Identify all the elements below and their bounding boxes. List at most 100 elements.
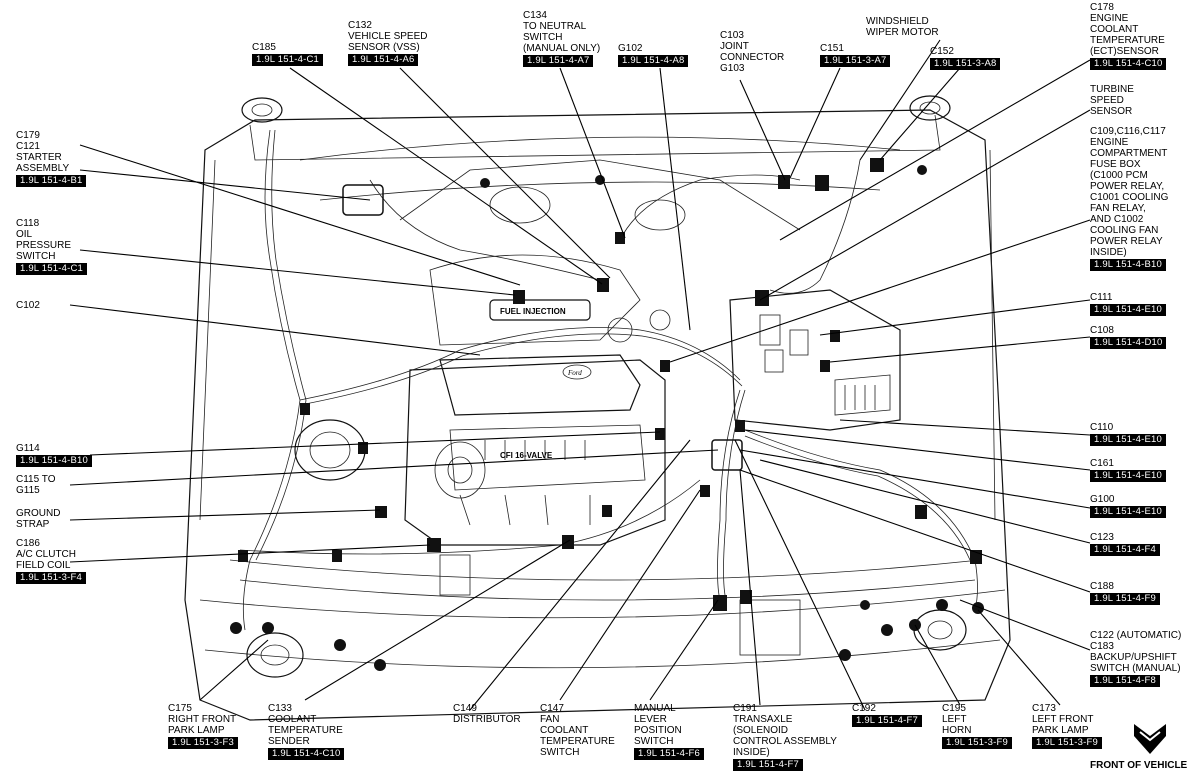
callout-line: PARK LAMP xyxy=(168,725,225,736)
callout-line: C133 xyxy=(268,703,292,714)
callout-line: FAN xyxy=(540,714,560,725)
callout-line: C175 xyxy=(168,703,192,714)
callout-line: C188 xyxy=(1090,581,1114,592)
callout-line: A/C CLUTCH xyxy=(16,549,77,560)
wiring-harness xyxy=(239,129,978,631)
callout-line: GROUND xyxy=(16,508,61,519)
callout-line: DISTRIBUTOR xyxy=(453,714,521,725)
callout-line: CONNECTOR xyxy=(720,52,785,63)
callout-line: COOLANT xyxy=(1090,24,1139,35)
callout-line: C132 xyxy=(348,20,372,31)
leader-lines xyxy=(69,39,1091,711)
callout-line: C108 xyxy=(1090,325,1114,336)
ref-c118: 1.9L 151-4-C1 xyxy=(16,263,87,275)
strut-towers xyxy=(241,95,951,481)
callout-line: OIL xyxy=(16,229,33,240)
callout-line: (SOLENOID xyxy=(733,725,789,736)
callout-line: COOLING FAN xyxy=(1090,225,1159,236)
callout-line: JOINT xyxy=(720,41,749,52)
callout-line: (ECT)SENSOR xyxy=(1090,46,1159,57)
ref-c195: 1.9L 151-3-F9 xyxy=(942,737,1012,749)
callout-line: ENGINE xyxy=(1090,13,1129,24)
callout-line: TO NEUTRAL xyxy=(523,21,587,32)
callout-c102: C102 xyxy=(16,300,40,311)
fuse-box xyxy=(729,289,901,431)
callout-line: C191 xyxy=(733,703,757,714)
callout-line: COOLANT xyxy=(268,714,317,725)
callout-line: C118 xyxy=(16,218,40,229)
callout-line: PARK LAMP xyxy=(1032,725,1089,736)
callout-line: C185 xyxy=(252,42,276,53)
front-of-vehicle-label: FRONT OF VEHICLE xyxy=(1090,760,1188,771)
ref-c191: 1.9L 151-4-F7 xyxy=(733,759,803,771)
callout-line: C173 xyxy=(1032,703,1056,714)
ref-g114: 1.9L 151-4-B10 xyxy=(16,455,92,467)
callout-line: INSIDE) xyxy=(733,747,770,758)
ref-g102: 1.9L 151-4-A8 xyxy=(618,55,689,67)
callout-line: SWITCH xyxy=(540,747,580,758)
callout-line: WINDSHIELD xyxy=(866,16,929,27)
callout-line: LEVER xyxy=(634,714,667,725)
callout-line: TURBINE xyxy=(1090,84,1134,95)
connectors xyxy=(230,158,984,671)
callout-line: C134 xyxy=(523,10,547,21)
callout-line: C151 xyxy=(820,43,844,54)
callout-line: C123 xyxy=(1090,532,1114,543)
callout-line: G100 xyxy=(1090,494,1115,505)
callout-line: C186 xyxy=(16,538,40,549)
callout-line: POWER RELAY, xyxy=(1090,181,1165,192)
engine-block xyxy=(404,354,666,546)
radiator-support xyxy=(229,554,981,656)
callout-line: SENSOR xyxy=(1090,106,1133,117)
callout-line: C195 xyxy=(942,703,966,714)
ref-manual-lever: 1.9L 151-4-F6 xyxy=(634,748,704,760)
callout-line: C102 xyxy=(16,300,40,311)
callout-line: CONTROL ASSEMBLY xyxy=(733,736,837,747)
callout-line: C178 xyxy=(1090,2,1114,13)
ref-c186: 1.9L 151-3-F4 xyxy=(16,572,86,584)
horn-and-lamps xyxy=(246,609,967,678)
callout-line: WIPER MOTOR xyxy=(866,27,939,38)
callout-line: TEMPERATURE xyxy=(540,736,615,747)
callout-line: HORN xyxy=(942,725,972,736)
callout-line: FAN RELAY, xyxy=(1090,203,1146,214)
cover-text: CFI 16-VALVE xyxy=(500,451,553,460)
callout-line: C147 xyxy=(540,703,564,714)
ref-c111: 1.9L 151-4-E10 xyxy=(1090,304,1166,316)
callout-line: VEHICLE SPEED xyxy=(348,31,428,42)
ref-c132: 1.9L 151-4-A6 xyxy=(348,54,419,66)
callout-line: (C1000 PCM xyxy=(1090,170,1148,181)
ref-c151: 1.9L 151-3-A7 xyxy=(820,55,891,67)
callout-line: SENSOR (VSS) xyxy=(348,42,420,53)
callout-line: MANUAL xyxy=(634,703,676,714)
callout-line: STRAP xyxy=(16,519,50,530)
ref-c185: 1.9L 151-4-C1 xyxy=(252,54,323,66)
callout-line: POWER RELAY xyxy=(1090,236,1163,247)
callout-line: SENDER xyxy=(268,736,310,747)
callout-line: COOLANT xyxy=(540,725,589,736)
ref-c173: 1.9L 151-3-F9 xyxy=(1032,737,1102,749)
callout-line: TRANSAXLE xyxy=(733,714,793,725)
callout-line: AND C1002 xyxy=(1090,214,1144,225)
